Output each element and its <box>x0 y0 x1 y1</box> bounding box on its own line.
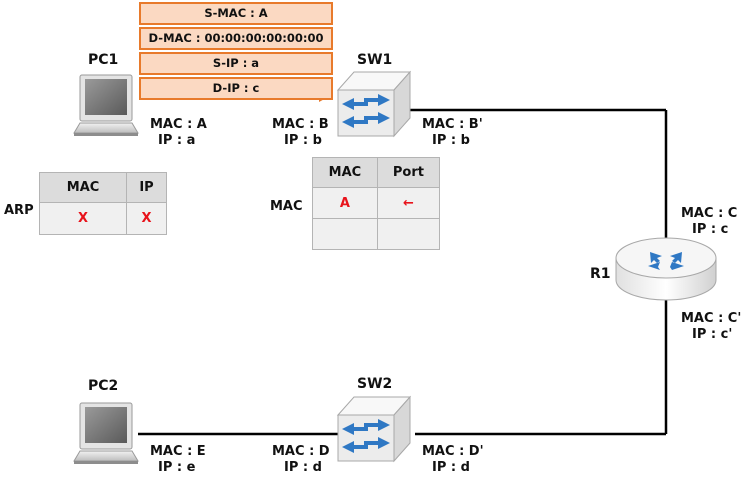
pc2-name: PC2 <box>88 378 119 394</box>
pc1-laptop-icon[interactable] <box>72 73 140 139</box>
arp-header-mac: MAC <box>38 172 128 203</box>
mac-table-cell-empty-mac <box>312 218 378 250</box>
r1-top-ip: IP : c <box>692 222 729 237</box>
packet-dst-mac: D-MAC : 00:00:00:00:00:00 <box>139 27 333 50</box>
r1-top-mac: MAC : C <box>681 206 738 221</box>
pc1-name: PC1 <box>88 52 119 68</box>
sw1-switch-icon[interactable] <box>334 68 414 138</box>
mac-table-header-port: Port <box>376 157 441 188</box>
sw1-left-mac: MAC : B <box>272 117 329 132</box>
sw2-left-ip: IP : d <box>284 460 322 475</box>
pc2-laptop-icon[interactable] <box>72 401 140 467</box>
r1-bottom-ip: IP : c' <box>692 327 733 342</box>
mac-table-cell-mac: A <box>312 187 378 219</box>
sw1-left-ip: IP : b <box>284 133 322 148</box>
sw1-right-ip: IP : b <box>432 133 470 148</box>
mac-table-header-mac: MAC <box>312 157 378 188</box>
pc1-ip: IP : a <box>158 133 196 148</box>
sw2-name: SW2 <box>357 376 393 392</box>
r1-name: R1 <box>590 266 611 282</box>
packet-src-ip: S-IP : a <box>139 52 333 75</box>
arp-label: ARP <box>4 203 34 218</box>
packet-header: S-MAC : A D-MAC : 00:00:00:00:00:00 S-IP… <box>139 2 333 102</box>
sw2-right-ip: IP : d <box>432 460 470 475</box>
packet-src-mac: S-MAC : A <box>139 2 333 25</box>
r1-bottom-mac: MAC : C' <box>681 311 742 326</box>
mac-table-cell-port: ← <box>376 187 441 219</box>
arp-header-ip: IP <box>126 172 167 203</box>
packet-dst-ip: D-IP : c <box>139 77 333 100</box>
pc1-mac: MAC : A <box>150 117 207 132</box>
sw1-right-mac: MAC : B' <box>422 117 483 132</box>
sw2-switch-icon[interactable] <box>334 393 414 463</box>
r1-router-icon[interactable] <box>614 236 718 302</box>
sw2-left-mac: MAC : D <box>272 444 330 459</box>
mac-table-label: MAC <box>270 199 303 214</box>
sw1-name: SW1 <box>357 52 393 68</box>
arp-table: MAC IP X X <box>38 172 167 235</box>
sw1-mac-table: MAC Port A ← <box>312 157 441 250</box>
pc2-ip: IP : e <box>158 460 196 475</box>
arp-cell-ip: X <box>126 202 167 235</box>
arp-cell-mac: X <box>38 202 128 235</box>
mac-table-cell-empty-port <box>376 218 441 250</box>
sw2-right-mac: MAC : D' <box>422 444 484 459</box>
pc2-mac: MAC : E <box>150 444 206 459</box>
